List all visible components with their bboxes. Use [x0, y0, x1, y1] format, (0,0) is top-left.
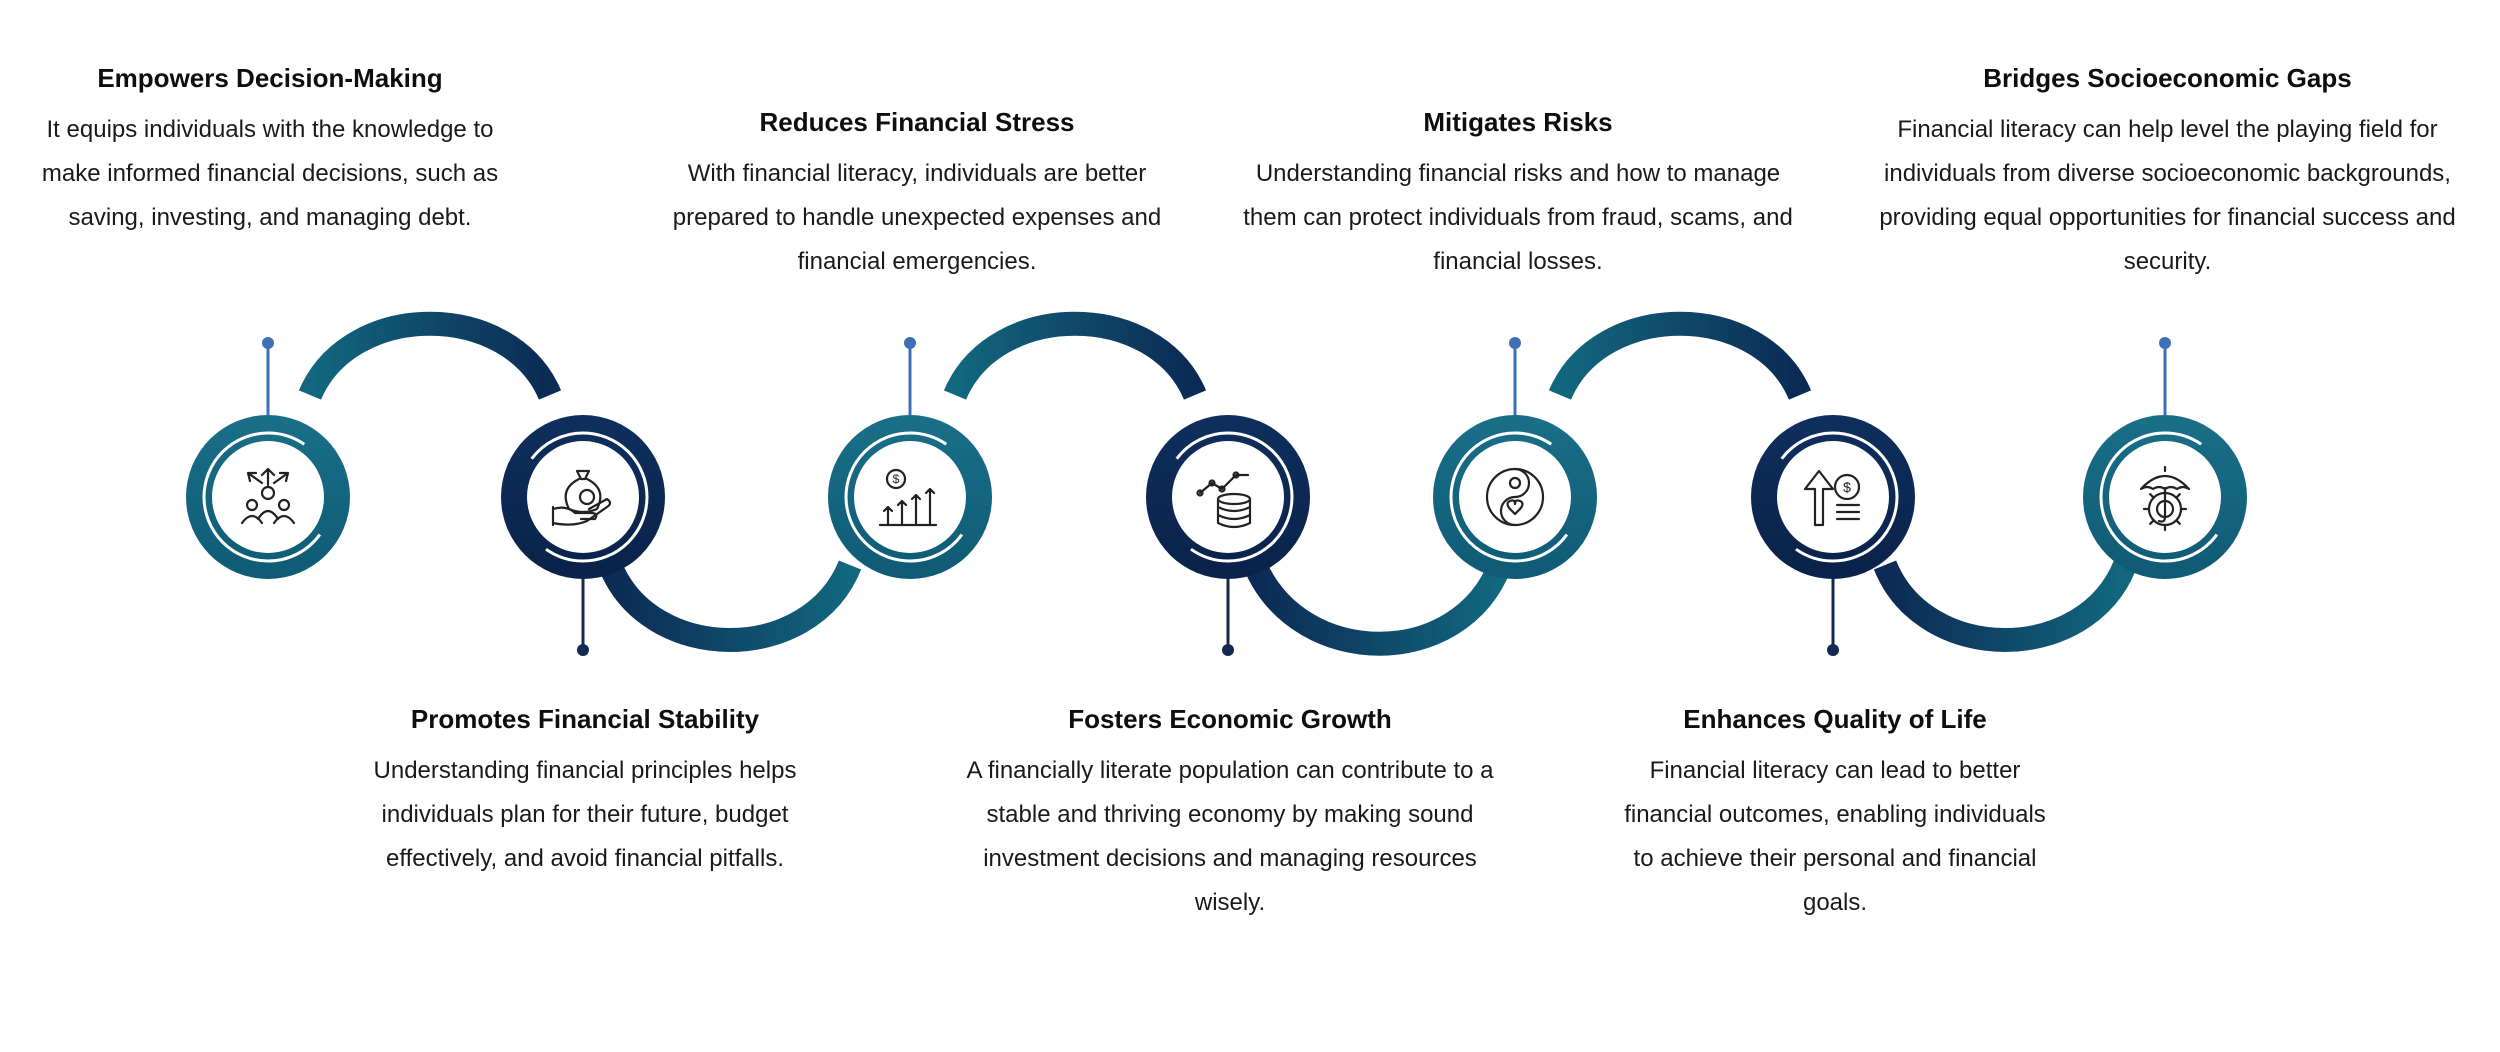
- node-empowers: [186, 415, 350, 579]
- block-empowers: Empowers Decision-Making It equips indiv…: [30, 62, 510, 240]
- decision-icon: [240, 467, 296, 525]
- block-title: Promotes Financial Stability: [410, 704, 760, 734]
- pin-empowers: [262, 337, 274, 415]
- arc-4-5: [1243, 559, 1512, 656]
- block-title: Fosters Economic Growth: [1068, 704, 1392, 734]
- block-text: Financial literacy can lead to better fi…: [1624, 757, 2046, 916]
- node-promotes: [501, 415, 665, 579]
- pin-mitigates: [1509, 337, 1521, 415]
- block-fosters: Fosters Economic Growth A financially li…: [960, 703, 1500, 925]
- block-text: Understanding financial risks and how to…: [1243, 160, 1793, 275]
- connector-arcs: [298, 311, 2137, 656]
- block-title: Mitigates Risks: [1423, 107, 1613, 137]
- svg-text:$: $: [893, 472, 900, 486]
- node-reduces: $: [828, 415, 992, 579]
- pin-fosters: [1222, 579, 1234, 656]
- arc-2-3: [598, 560, 862, 652]
- coins-trend-icon: [1196, 471, 1252, 529]
- node-inner-ring: [1449, 431, 1581, 563]
- arc-5-6: [1548, 311, 1812, 401]
- connector-pins: [262, 337, 2171, 656]
- balance-icon: [1485, 467, 1545, 527]
- node-inner-ring: [202, 431, 334, 563]
- block-mitigates: Mitigates Risks Understanding financial …: [1228, 106, 1808, 284]
- coin-arrow-up-icon: $: [1803, 469, 1861, 527]
- node-center: [854, 441, 966, 553]
- node-inner-ring: [2099, 431, 2231, 563]
- block-title: Bridges Socioeconomic Gaps: [1983, 63, 2352, 93]
- money-bag-hand-icon: [551, 469, 612, 527]
- pin-promotes: [577, 579, 589, 656]
- pin-reduces: [904, 337, 916, 415]
- node-mitigates: [1433, 415, 1597, 579]
- block-enhances: Enhances Quality of Life Financial liter…: [1620, 703, 2050, 925]
- block-promotes: Promotes Financial Stability Understandi…: [355, 703, 815, 881]
- node-inner-ring: [1162, 431, 1294, 563]
- node-center: [212, 441, 324, 553]
- block-text: Financial literacy can help level the pl…: [1879, 116, 2456, 275]
- node-inner-ring: [1767, 431, 1899, 563]
- node-bridges: [2083, 415, 2247, 579]
- growth-bars-icon: $: [878, 468, 938, 527]
- umbrella-gear-icon: [2139, 465, 2191, 532]
- node-center: [527, 441, 639, 553]
- arc-6-7: [1873, 560, 2137, 652]
- arc-1-2: [298, 311, 562, 401]
- svg-text:$: $: [1843, 479, 1851, 495]
- block-reduces: Reduces Financial Stress With financial …: [672, 106, 1162, 284]
- pin-enhances: [1827, 579, 1839, 656]
- node-inner-ring: [517, 431, 649, 563]
- pin-bridges: [2159, 337, 2171, 415]
- node-center: [1777, 441, 1889, 553]
- block-text: It equips individuals with the knowledge…: [41, 116, 499, 231]
- block-title: Enhances Quality of Life: [1683, 704, 1987, 734]
- block-text: Understanding financial principles helps…: [373, 757, 797, 872]
- node-center: [1172, 441, 1284, 553]
- node-inner-ring: [844, 431, 976, 563]
- node-enhances: $: [1751, 415, 1915, 579]
- block-text: A financially literate population can co…: [966, 757, 1494, 916]
- block-title: Reduces Financial Stress: [759, 107, 1075, 137]
- step-nodes: $$: [186, 415, 2247, 579]
- block-title: Empowers Decision-Making: [97, 63, 443, 93]
- block-text: With financial literacy, individuals are…: [672, 160, 1162, 275]
- block-bridges: Bridges Socioeconomic Gaps Financial lit…: [1860, 62, 2475, 284]
- node-fosters: [1146, 415, 1310, 579]
- arc-3-4: [943, 311, 1207, 401]
